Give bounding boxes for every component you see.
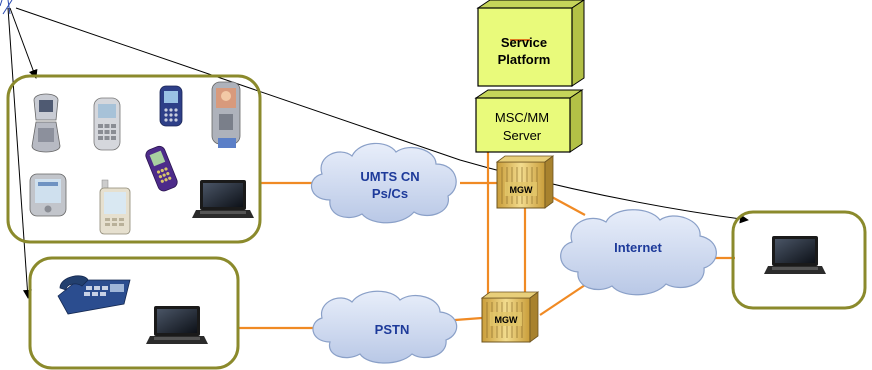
video-phone-icon xyxy=(211,81,241,148)
msc-server-label-line1: MSC/MM xyxy=(495,110,549,125)
pstn-label: PSTN xyxy=(375,322,410,337)
umts-cn-cloud: UMTS CN Ps/Cs xyxy=(311,142,457,224)
laptop-icon xyxy=(764,236,826,274)
pstn-cloud: PSTN xyxy=(312,290,458,364)
mgw-top-node: MGW xyxy=(495,155,555,209)
service-platform-node: Service Platform xyxy=(476,0,585,87)
mgw-bottom-node: MGW xyxy=(480,291,540,343)
service-platform-label-line1: Service xyxy=(501,35,547,50)
msc-server-label-line2: Server xyxy=(503,128,542,143)
pda-icon xyxy=(29,173,67,217)
laptop-icon xyxy=(146,306,208,344)
mgw-top-label: MGW xyxy=(510,185,533,195)
laptop-icon xyxy=(192,180,254,218)
desk-phone-icon xyxy=(57,275,131,315)
mgw-bottom-label: MGW xyxy=(495,315,518,325)
msc-server-node: MSC/MM Server xyxy=(474,89,584,153)
internet-label: Internet xyxy=(614,240,662,255)
network-links xyxy=(237,150,735,330)
fixed-devices-group xyxy=(28,256,240,370)
umts-cn-label-line1: UMTS CN xyxy=(360,169,419,184)
pocket-pc-icon xyxy=(99,179,131,235)
purple-phone-icon xyxy=(145,145,178,192)
flip-phone-icon xyxy=(31,93,61,153)
candybar-phone-icon xyxy=(93,97,121,151)
umts-cn-label-line2: Ps/Cs xyxy=(372,186,408,201)
mobile-devices-group xyxy=(6,74,262,244)
smartphone-icon xyxy=(159,85,183,127)
remote-laptop-group xyxy=(731,210,867,310)
service-platform-label-line2: Platform xyxy=(498,52,551,67)
internet-cloud: Internet xyxy=(560,209,717,296)
connection-arrows xyxy=(0,0,749,299)
